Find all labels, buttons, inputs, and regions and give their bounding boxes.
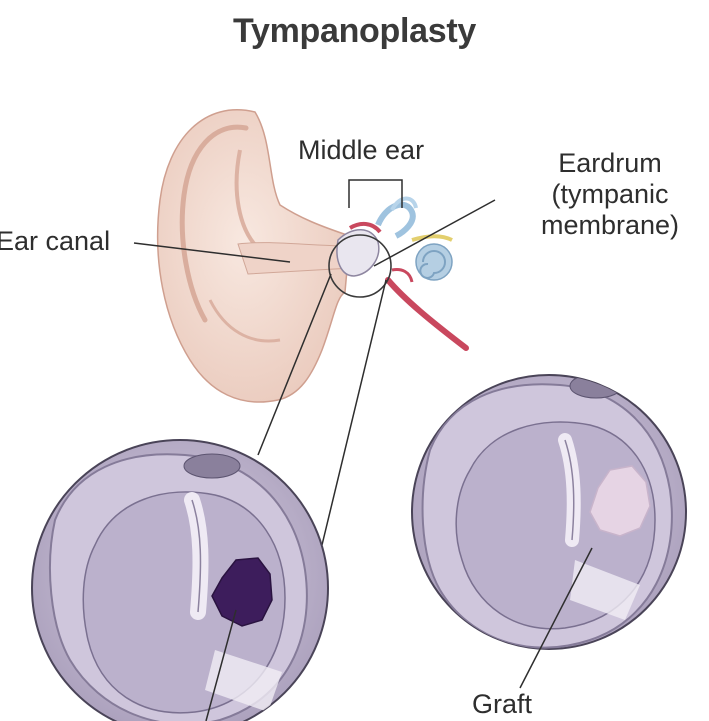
eardrum-leader [373,199,496,267]
zoom-connector-right [321,279,387,546]
outer-ear [156,109,469,403]
perforated-eardrum-view [31,439,329,721]
ear-canal-leader [133,242,291,263]
page-title: Tympanoplasty [233,12,476,50]
perforation-hole [211,557,273,627]
zoom-connector-left [257,273,332,456]
middle-ear-bracket [348,179,403,208]
graft-leader [519,547,593,689]
perforation-leader [205,609,237,721]
graft-label: Graft [472,689,533,719]
magnifier-ring [328,234,392,298]
eardrum-label-line1: Eardrum [558,148,662,178]
grafted-eardrum-view [411,374,687,650]
eardrum-label-line2: (tympanic [551,179,669,209]
ear-canal-label: Ear canal [0,226,111,256]
eardrum-label-line3: membrane) [540,210,680,240]
middle-ear-label: Middle ear [298,135,425,165]
eardrum-label: Eardrum (tympanic membrane) [530,148,690,241]
